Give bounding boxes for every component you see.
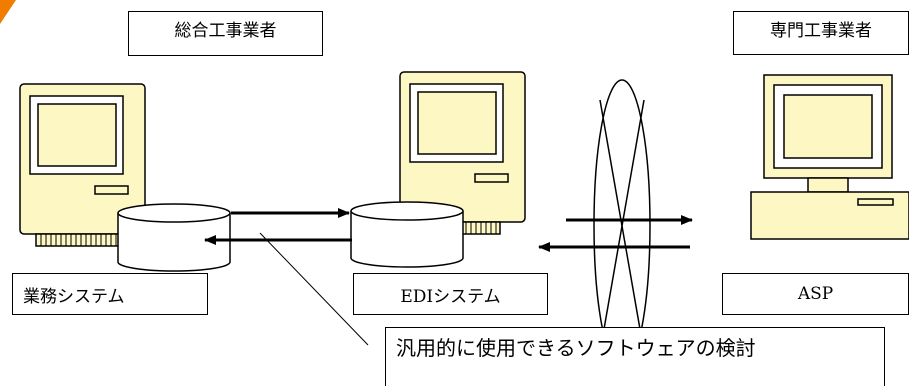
business-system-label: 業務システム xyxy=(12,273,208,315)
business-system-computer-icon xyxy=(19,83,146,247)
edi-system-database-icon xyxy=(350,201,464,268)
specialist-contractor-label: 専門工事業者 xyxy=(733,11,909,55)
edi-system-label: EDIシステム xyxy=(353,273,548,315)
general-contractor-label: 総合工事業者 xyxy=(128,11,323,56)
software-consideration-callout: 汎用的に使用できるソフトウェアの検討 xyxy=(385,327,885,386)
business-system-database-icon xyxy=(117,203,231,272)
callout-leader-line xyxy=(259,232,369,346)
asp-label: ASP xyxy=(722,273,909,315)
asp-desktop-pc-icon xyxy=(750,74,909,240)
corner-accent xyxy=(0,0,16,24)
